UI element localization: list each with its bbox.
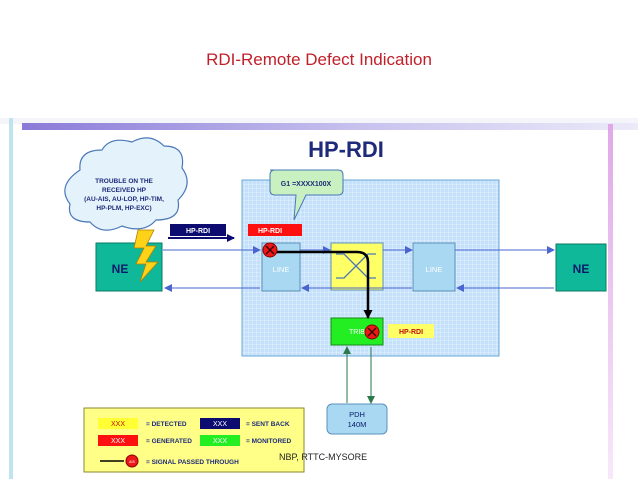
cloud-text-line3: (AU-AIS, AU-LOP, HP-TIM, <box>84 196 164 203</box>
cloud-text-line2: RECEIVED HP <box>102 187 147 194</box>
ne-left-label: NE <box>112 262 129 276</box>
defect-marker-trib <box>364 324 380 340</box>
right-band <box>608 124 613 479</box>
hp-rdi-arrow-label-bg <box>170 224 226 236</box>
matrix-crossover <box>336 253 376 279</box>
legend-sample-detected <box>98 418 138 429</box>
legend-sample-detected-text: XXX <box>111 421 125 428</box>
hp-rdi-generated-bg <box>248 224 302 236</box>
slide-title: RDI-Remote Defect Indication <box>206 50 432 69</box>
ne-right-label: NE <box>573 262 590 276</box>
hp-rdi-monitored-bg <box>388 324 434 338</box>
cloud-text-line1: TROUBLE ON THE <box>95 178 153 185</box>
legend-sample-sent-back <box>200 418 240 429</box>
g1-callout <box>269 169 344 221</box>
pdh-label-line1: PDH <box>349 410 365 419</box>
trouble-cloud <box>64 137 188 231</box>
line-right-label: LINE <box>426 265 443 274</box>
legend-sample-monitored-text: XXX <box>213 438 227 445</box>
diagram-title: HP-RDI <box>308 137 384 162</box>
hp-rdi-monitored-label: HP-RDI <box>399 329 423 336</box>
footer-credit: NBP, RTTC-MYSORE <box>279 452 368 462</box>
legend-sample-generated-text: XXX <box>111 438 125 445</box>
legend-signal-passed: = SIGNAL PASSED THROUGH <box>146 459 239 466</box>
legend-sent-back: = SENT BACK <box>246 421 290 428</box>
legend-monitored: = MONITORED <box>246 438 292 445</box>
defect-marker-line <box>262 242 278 258</box>
hp-rdi-generated-label: HP-RDI <box>258 228 282 235</box>
signal-path-through-matrix <box>272 250 373 319</box>
legend-detected: = DETECTED <box>146 421 187 428</box>
cloud-text-line4: HP-PLM, HP-EXC) <box>96 205 151 212</box>
legend-sample-generated <box>98 435 138 446</box>
legend-sample-sent-back-text: XXX <box>213 421 227 428</box>
pdh-box <box>326 403 388 435</box>
line-left-label: LINE <box>273 265 290 274</box>
g1-callout-text: G1 =XXXX100X <box>281 181 332 188</box>
legend-signal-marker-text: AIS <box>129 460 135 464</box>
top-band <box>0 118 638 124</box>
ne-right-box <box>555 243 607 292</box>
lightning-bolt-icon <box>133 229 159 283</box>
legend-signal-marker <box>125 454 139 468</box>
hp-rdi-arrow-label: HP-RDI <box>186 228 210 235</box>
left-band <box>9 118 13 479</box>
legend-sample-monitored <box>200 435 240 446</box>
pdh-label-line2: 140M <box>348 420 367 429</box>
trib-label: TRIB <box>349 329 365 336</box>
top-band-accent <box>22 123 638 130</box>
line-right-box <box>412 242 456 292</box>
legend-generated: = GENERATED <box>146 438 192 445</box>
